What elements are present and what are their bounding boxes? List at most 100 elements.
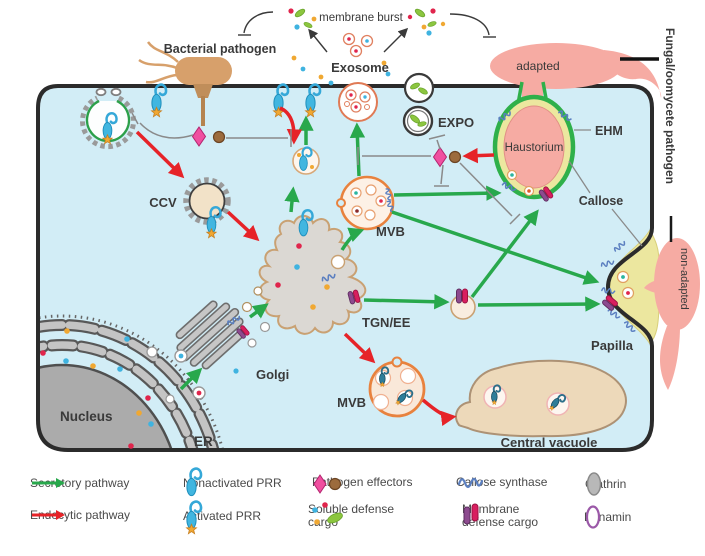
golgi-cisterna — [189, 317, 244, 367]
secretory-vesicle — [450, 288, 476, 320]
ccv-label: CCV — [149, 195, 177, 210]
pathogen-effectors-icon — [313, 474, 342, 494]
haustorium-label: Haustorium — [505, 142, 564, 154]
burst-inhibit-line — [449, 13, 490, 36]
dynamin-icon — [585, 505, 601, 529]
fungal-pathogen-label: Fungal/oomycete pathogen — [663, 28, 677, 184]
non-adapted-hypha — [659, 326, 680, 390]
activated-prr-icon — [185, 500, 203, 535]
papilla-label: Papilla — [591, 338, 634, 353]
legend-effectors: Pathogen effectors — [312, 473, 413, 494]
clathrin-coat — [80, 95, 136, 150]
legend-secretory: Secretory pathway — [30, 477, 129, 490]
golgi-label: Golgi — [256, 367, 289, 382]
mvb-bottom — [368, 356, 426, 418]
inhibit-bar — [428, 134, 446, 140]
endocytic-arrow — [421, 398, 457, 426]
endocytic-arrow — [343, 332, 376, 364]
papilla-decorations — [600, 239, 637, 334]
golgi-cisterna — [175, 300, 218, 340]
secretory-arrow — [391, 210, 600, 285]
membrane-cargo-icon — [463, 503, 479, 525]
legend-dynamin: Dynamin — [584, 503, 631, 529]
burst-arrows — [238, 11, 496, 53]
endocytic-arrows — [135, 106, 495, 426]
callose-pointer — [568, 160, 591, 194]
er-label: ER — [194, 434, 213, 449]
clathrin-icon — [586, 472, 602, 496]
secretory-arrow — [477, 296, 601, 312]
inhibit-line — [440, 164, 444, 185]
adapted-pathogen — [490, 43, 662, 98]
nonactivated-prr-icon — [186, 467, 203, 497]
legend-callose-synthase: Callose synthase — [456, 473, 547, 489]
secretory-arrow — [393, 185, 502, 201]
legend-label: Endocytic pathway — [30, 508, 131, 522]
flagellum — [145, 73, 178, 84]
central-vacuole — [455, 359, 627, 438]
callose-pointer — [611, 208, 643, 247]
expo-vesicle-membrane — [403, 72, 435, 104]
secretory-arrow — [248, 303, 269, 319]
secretory-arrow — [363, 294, 450, 310]
exosome-cluster — [342, 32, 374, 58]
cell-membrane — [36, 84, 654, 452]
callose-synthase-icon — [457, 477, 484, 489]
injection-needle-base — [193, 84, 213, 98]
recycling-endosome — [292, 146, 320, 175]
mvb-top — [336, 175, 396, 231]
legend-label: Nonactivated PRR — [183, 476, 282, 490]
secretory-arrow — [179, 367, 203, 391]
legend-activated-prr: Activated PRR — [183, 496, 261, 535]
callose-label: Callose — [579, 194, 624, 208]
legend-endocytic: Endocytic pathway — [30, 509, 130, 522]
mvb-notch — [336, 198, 346, 208]
non-adapted-body — [654, 238, 700, 330]
exosome-label: Exosome — [331, 60, 389, 75]
inhibit-bar — [509, 213, 521, 225]
injection-needle — [201, 96, 205, 126]
secretory-arrows — [179, 115, 601, 391]
nucleus-er-region — [38, 314, 231, 450]
golgi — [175, 300, 246, 370]
inhibition-lines — [131, 112, 521, 225]
tgn-ee-label: TGN/EE — [362, 315, 411, 330]
non-adapted-label: non-adapted — [678, 248, 690, 310]
endocytic-arrow — [279, 106, 303, 145]
tgn-ee — [258, 214, 367, 335]
ccv-membrane — [188, 182, 226, 220]
bacterial-pathogen — [138, 41, 232, 126]
inhibit-line — [436, 139, 441, 150]
effector-globule-icon — [212, 130, 226, 144]
exosome-fusion-site — [338, 82, 378, 122]
dynamin-icon — [95, 87, 107, 97]
adapted-label: adapted — [516, 59, 559, 73]
bacterium-body — [175, 57, 232, 85]
membrane-burst-label: membrane burst — [319, 12, 404, 24]
legend-nonactivated-prr: Nonactivated PRR — [183, 463, 282, 497]
mvb-bottom-label: MVB — [337, 395, 366, 410]
secretory-arrow — [284, 186, 300, 213]
effector-diamond-icon — [432, 146, 448, 168]
er-band-inner — [38, 341, 204, 450]
burst-arrow — [308, 28, 328, 53]
effector-diamond-icon — [191, 126, 207, 147]
burst-arrow — [383, 27, 409, 53]
pathogen-effectors — [432, 146, 462, 168]
flagellum — [146, 41, 179, 63]
legend-label: Secretory pathway — [30, 476, 130, 490]
secretory-arrow — [470, 209, 539, 299]
dynamin-icon — [110, 87, 122, 97]
membrane-burst-debris — [288, 7, 446, 36]
adapted-hypha — [604, 50, 662, 98]
mvb-notch — [391, 356, 403, 368]
label-lines — [568, 129, 643, 247]
adapted-body — [490, 43, 622, 89]
inhibit-line — [139, 122, 194, 139]
nucleus — [38, 363, 182, 450]
effector-globule-icon — [448, 150, 462, 164]
secretory-arrow-icon — [32, 478, 65, 488]
soluble-cargo-dots — [40, 55, 391, 449]
